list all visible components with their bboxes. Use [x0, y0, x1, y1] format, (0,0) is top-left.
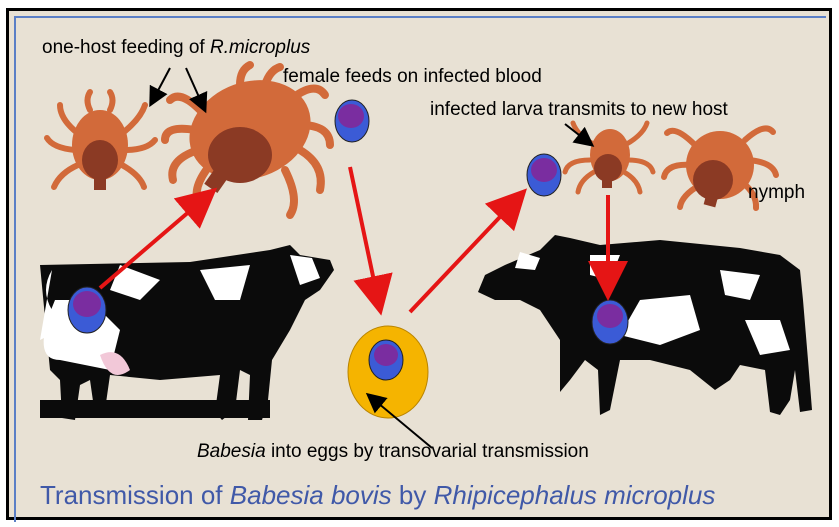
- label-eggs-suffix: into eggs by transovarial transmission: [266, 441, 589, 462]
- diagram-title: Transmission of Babesia bovis by Rhipice…: [40, 480, 715, 511]
- label-one-host-species: R.microplus: [210, 37, 310, 58]
- label-nymph: nymph: [748, 182, 805, 204]
- label-one-host-feeding: one-host feeding of R.microplus: [42, 37, 310, 59]
- title-prefix: Transmission of: [40, 480, 230, 510]
- title-species-1: Babesia bovis: [230, 480, 392, 510]
- title-middle: by: [392, 480, 434, 510]
- pointer-one-host-1: [153, 68, 170, 100]
- title-species-2: Rhipicephalus microplus: [434, 480, 716, 510]
- parasite-cow-right: [592, 300, 628, 344]
- arrow-blood-to-egg: [350, 167, 378, 300]
- parasite-blood-1: [335, 100, 369, 142]
- parasite-blood-2: [527, 154, 561, 196]
- new-host-cow: [478, 235, 812, 415]
- label-one-host-prefix: one-host feeding of: [42, 37, 210, 58]
- label-babesia-word: Babesia: [197, 441, 266, 462]
- label-larva-transmits: infected larva transmits to new host: [430, 99, 728, 121]
- label-transovarial: Babesia into eggs by transovarial transm…: [197, 441, 589, 463]
- tick-egg: [348, 326, 428, 418]
- parasite-cow-left: [68, 287, 106, 333]
- label-female-feeds: female feeds on infected blood: [283, 66, 542, 88]
